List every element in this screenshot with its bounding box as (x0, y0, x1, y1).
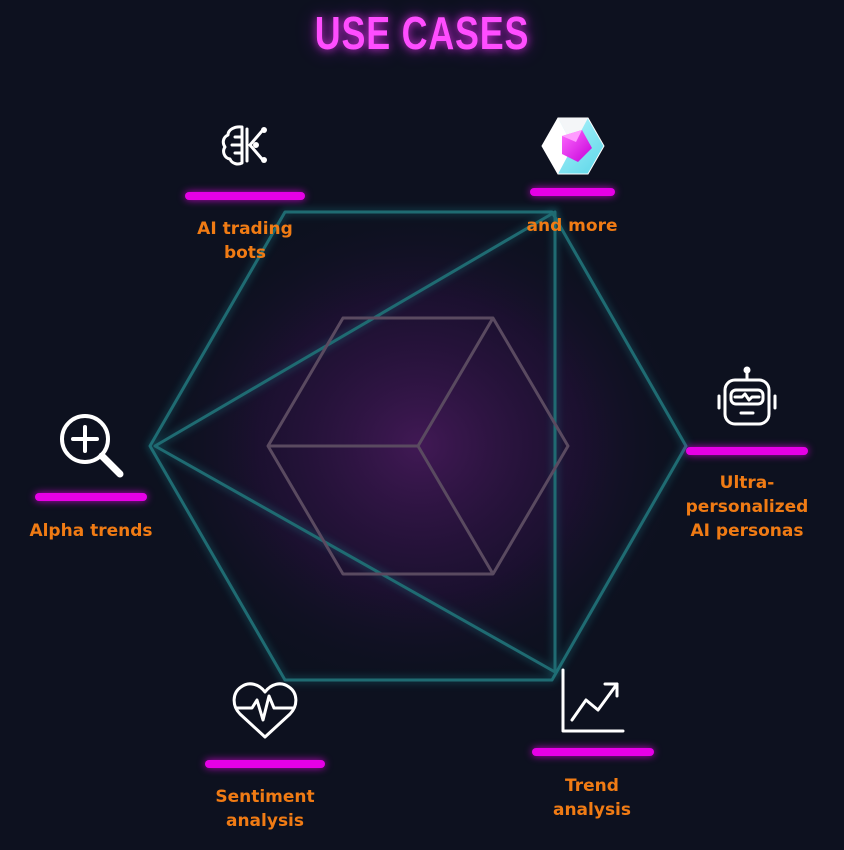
accent-bar (185, 192, 305, 200)
accent-bar (686, 447, 808, 455)
use-case-label: AI trading bots (197, 219, 293, 263)
use-case-label: Sentiment analysis (215, 787, 315, 831)
magnify-plus-icon (60, 414, 124, 478)
use-case-label: Alpha trends (29, 521, 153, 541)
accent-bar (205, 760, 325, 768)
brain-circuit-icon (221, 125, 267, 166)
accent-bar (532, 748, 654, 756)
page-title: USE CASES (314, 7, 530, 59)
accent-bar (530, 188, 615, 196)
line-chart-icon (561, 668, 625, 733)
heart-pulse-icon (232, 682, 298, 739)
use-case-label: Trend analysis (552, 776, 632, 820)
use-case-label: Ultra-personalized AI personas (685, 473, 809, 541)
accent-bar (35, 493, 147, 501)
gem-cube-icon (541, 117, 605, 175)
inner-triangle (148, 206, 558, 678)
robot-icon (717, 366, 777, 426)
center-cube (266, 316, 570, 576)
use-case-label: and more (526, 216, 618, 236)
